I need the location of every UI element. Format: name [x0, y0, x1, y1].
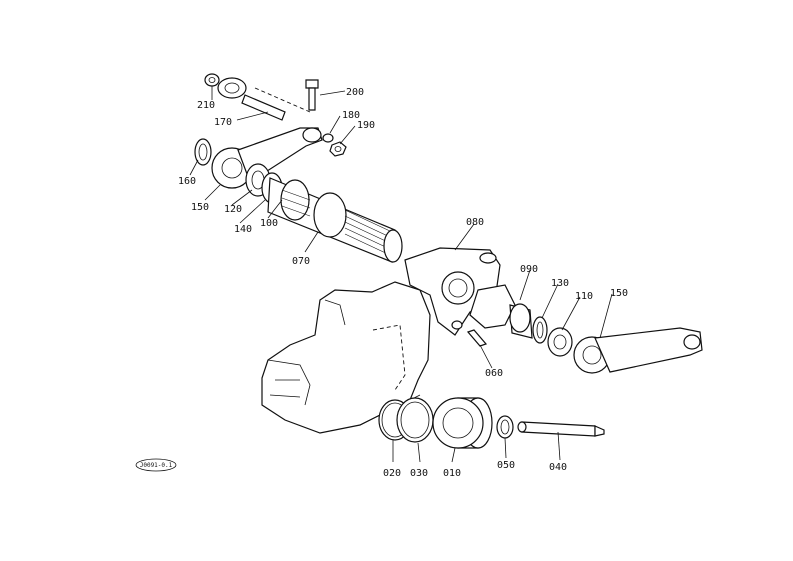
part-110-collar: [547, 327, 573, 357]
label-110: 110: [575, 291, 593, 302]
label-150-lower: 150: [610, 288, 628, 299]
part-100-070-splined-shaft: [267, 177, 403, 263]
label-150-upper: 150: [191, 202, 209, 213]
part-150-lower-lift-arm: [573, 327, 703, 374]
part-170-pin-assembly: [217, 77, 311, 121]
label-100: 100: [260, 218, 278, 229]
label-080: 080: [466, 217, 484, 228]
label-140: 140: [234, 224, 252, 235]
part-210-washer: [204, 73, 220, 87]
reference-code: J0091-0.1: [140, 462, 173, 469]
label-010: 010: [443, 468, 461, 479]
label-030: 030: [410, 468, 428, 479]
part-labels: 210 200 170 180 190 160 150 120 140 100 …: [178, 87, 628, 479]
part-060-pin: [466, 329, 488, 347]
label-050: 050: [497, 460, 515, 471]
label-120: 120: [224, 204, 242, 215]
label-180: 180: [342, 110, 360, 121]
label-020: 020: [383, 468, 401, 479]
part-160-snap-ring: [194, 138, 212, 166]
part-030-ring: [396, 397, 434, 443]
part-200-bolt: [305, 79, 319, 111]
reference-code-badge: J0091-0.1: [135, 458, 177, 472]
label-200: 200: [346, 87, 364, 98]
leader-lines: [189, 86, 613, 463]
part-050-o-ring: [496, 415, 514, 439]
part-080-lift-bracket: [404, 247, 516, 336]
label-040: 040: [549, 462, 567, 473]
label-090: 090: [520, 264, 538, 275]
label-210: 210: [197, 100, 215, 111]
part-090-bushing: [509, 303, 533, 339]
part-040-rod: [517, 421, 605, 437]
label-070: 070: [292, 256, 310, 267]
label-130: 130: [551, 278, 569, 289]
part-010-piston: [432, 397, 493, 449]
label-170: 170: [214, 117, 232, 128]
label-160: 160: [178, 176, 196, 187]
part-190-nut: [329, 141, 347, 157]
part-180-washer: [322, 133, 334, 143]
label-060: 060: [485, 368, 503, 379]
label-190: 190: [357, 120, 375, 131]
part-130-snap-ring: [532, 316, 548, 344]
